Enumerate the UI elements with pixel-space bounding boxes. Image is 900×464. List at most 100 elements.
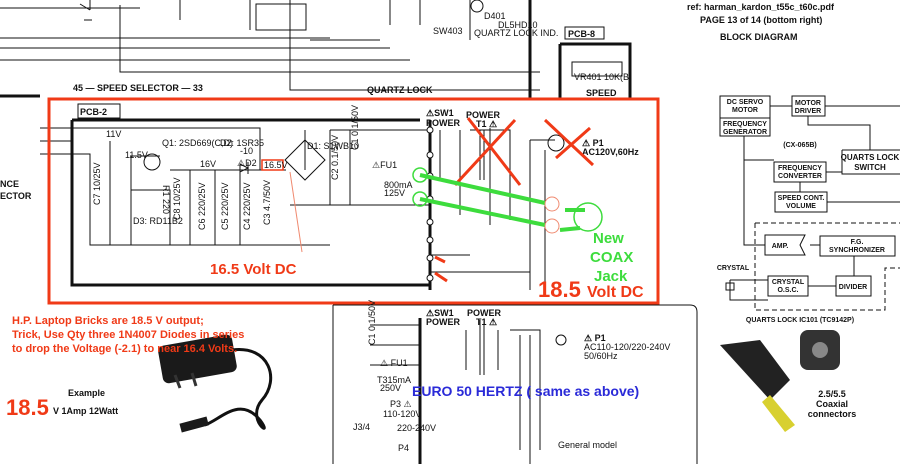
removed-parts-cross-marks — [434, 117, 595, 283]
q1-label: Q1: 2SD669(C,D) — [162, 138, 233, 148]
block-dc-servo-1: DC SERVO — [727, 99, 764, 106]
block-freq-conv-2: CONVERTER — [778, 173, 822, 180]
block-fg-sync-2: SYNCHRONIZER — [829, 247, 885, 254]
gm-t1-label: T1 ⚠ — [476, 317, 497, 327]
gm-fu1-voltage: 250V — [380, 383, 401, 393]
p1-rating: AC120V,60Hz — [582, 147, 639, 157]
pcb2-label: PCB-2 — [80, 107, 107, 117]
gm-j34-label: J3/4 — [353, 422, 370, 432]
block-quarts-switch-2: SWITCH — [854, 163, 886, 172]
crystal-icon — [725, 282, 735, 291]
c8-label: C8 10/25V — [172, 177, 182, 220]
notes: H.P. Laptop Bricks are 18.5 V output; Tr… — [6, 315, 273, 433]
block-ic-label: QUARTS LOCK IC101 (TC9142P) — [746, 317, 854, 324]
cut-label-2: ECTOR — [0, 191, 32, 201]
volt-165-label: 16.5 Volt DC — [210, 261, 297, 278]
d3-label: D3: RD11B2 — [133, 216, 183, 226]
block-crystal-osc-1: CRYSTAL — [772, 279, 805, 286]
sw1-power-label: POWER — [426, 118, 461, 128]
new-coax-line-2: COAX — [590, 249, 633, 266]
block-freq-gen-2: GENERATOR — [723, 129, 767, 136]
block-dc-servo-2: MOTOR — [732, 107, 758, 114]
block-crystal-osc-2: O.S.C. — [777, 287, 798, 294]
block-quarts-switch-1: QUARTS LOCK — [841, 153, 900, 162]
modification-outline — [47, 97, 660, 305]
page-label: PAGE 13 of 14 (bottom right) — [700, 15, 822, 25]
ac-plug-icon — [547, 134, 565, 152]
pcb8-label: PCB-8 — [568, 29, 595, 39]
gm-sw1-label: ⚠SW1 — [426, 308, 454, 318]
block-freq-gen-1: FREQUENCY — [723, 121, 767, 128]
c5-label: C5 220/25V — [220, 182, 230, 230]
power-adapter-image — [158, 334, 273, 433]
volt-185-number: 18.5 — [538, 277, 581, 302]
gm-sw1-power-label: POWER — [426, 317, 461, 327]
c6-label: C6 220/25V — [197, 182, 207, 230]
gm-fu1-rating: T315mA — [377, 375, 411, 385]
fu1-voltage: 125V — [384, 188, 405, 198]
gm-p1-label: ⚠ P1 — [584, 333, 606, 343]
block-amp: AMP. — [772, 243, 789, 250]
c7-label: C7 10/25V — [92, 162, 102, 205]
c4-label: C4 220/25V — [242, 182, 252, 230]
fu1-rating: 800mA — [384, 180, 413, 190]
diode-1-icon — [544, 196, 560, 212]
gm-p4-label: P4 — [398, 443, 409, 453]
v11-label: 11V — [106, 129, 121, 139]
transistor-q1-icon — [143, 153, 161, 171]
d2-label: D2: 1SR35 — [220, 138, 264, 148]
sw1-label: ⚠SW1 — [426, 108, 454, 118]
block-motor-driver-1: MOTOR — [795, 100, 821, 107]
cut-label-1: NCE — [0, 179, 19, 189]
coax-connectors-image: 2.5/5.5 Coaxial connectors — [720, 330, 856, 432]
t1-label: T1 ⚠ — [476, 119, 497, 129]
quartz-lock-label: QUARTZ LOCK — [367, 85, 433, 95]
ref-label: ref: harman_kardon_t55c_t60c.pdf — [687, 2, 835, 12]
connector-line-3: connectors — [808, 409, 857, 419]
d1-label: D1: S1WB10 — [307, 141, 359, 151]
d2-suffix: -10 — [240, 146, 253, 156]
led-label: QUARTZ LOCK IND. — [474, 28, 558, 38]
sw403-label: SW403 — [433, 26, 463, 36]
fu1-label: ⚠FU1 — [372, 160, 397, 170]
block-speed-cont-1: SPEED CONT. — [778, 195, 825, 202]
new-wiring — [419, 173, 585, 232]
note-line-2: Trick, Use Qty three 1N4007 Diodes in se… — [12, 329, 244, 341]
led-ref: D401 — [484, 11, 506, 21]
block-diagram-title: BLOCK DIAGRAM — [720, 32, 798, 42]
amp-block — [764, 234, 806, 256]
voltage-highlight-box — [261, 159, 284, 171]
gm-c1-label: C1 0.1/50V — [367, 300, 377, 345]
euro-note: EURO 50 HERTZ ( same as above) — [412, 383, 639, 399]
connector-line-1: 2.5/5.5 — [818, 389, 846, 399]
block-crystal-label: CRYSTAL — [717, 265, 750, 272]
block-divider: DIVIDER — [839, 284, 867, 291]
connector-line-2: Coaxial — [816, 399, 848, 409]
top-schematic: SW403 DL5HD10 QUARTZ LOCK IND. D401 45 —… — [0, 0, 632, 201]
gm-p3-voltage: 110-120V — [383, 409, 421, 419]
pointer-arrow — [289, 171, 303, 253]
led-part-label: DL5HD10 — [498, 20, 538, 30]
gm-220-label: 220-240V — [397, 423, 436, 433]
general-model-label: General model — [558, 440, 617, 450]
r1-label: R1 220 — [161, 185, 171, 214]
v16-label: 16V — [200, 159, 216, 169]
volt-185-unit: Volt DC — [587, 284, 644, 301]
led-icon — [470, 0, 484, 13]
block-diagram: ref: harman_kardon_t55c_t60c.pdf PAGE 13… — [687, 2, 900, 324]
example-spec: V 1Amp 12Watt — [53, 406, 118, 416]
block-motor-driver-2: DRIVER — [795, 108, 821, 115]
gm-fu1-label: ⚠ FU1 — [380, 358, 408, 368]
c1-label: C1 0.1/50V — [350, 105, 360, 150]
vr401-label: VR401 10K(B) — [574, 72, 632, 82]
new-coax-line-3: Jack — [594, 268, 628, 285]
gm-p1-freq: 50/60Hz — [584, 351, 618, 361]
d2-ref: ⚠D2 — [237, 158, 257, 168]
block-fg-sync-1: F.G. — [851, 239, 864, 246]
diode-2-icon — [544, 218, 560, 234]
block-speed-cont-2: VOLUME — [786, 203, 816, 210]
gm-plug-icon — [555, 334, 567, 346]
p1-label: ⚠ P1 — [582, 138, 604, 148]
gm-p3-label: P3 ⚠ — [390, 399, 412, 409]
gm-t1-power-label: POWER — [467, 308, 502, 318]
